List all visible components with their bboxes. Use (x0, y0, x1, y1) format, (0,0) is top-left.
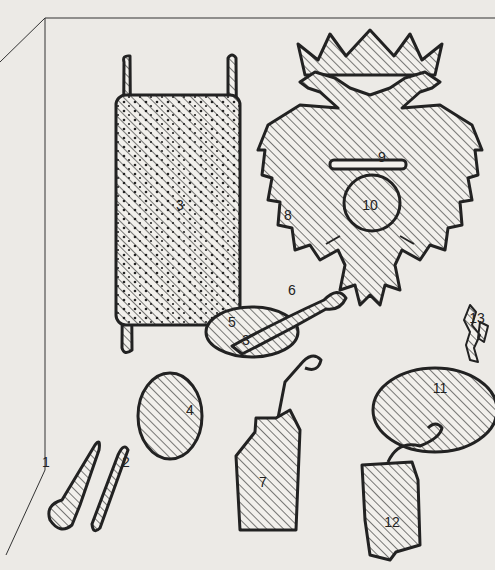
spoon (232, 292, 346, 354)
callout-number: 4 (186, 403, 194, 417)
callout-number: 3 (242, 333, 250, 347)
pendant (362, 462, 420, 560)
callout-number: 5 (228, 315, 236, 329)
pendant (236, 410, 300, 530)
callout-number: 2 (122, 455, 130, 469)
objects (49, 30, 495, 560)
back-wall-edge (45, 18, 46, 470)
callout-number: 13 (469, 311, 485, 325)
coffin-body (116, 95, 240, 325)
callout-number: 10 (362, 198, 378, 212)
medallion (344, 175, 400, 231)
chain (278, 356, 321, 418)
wing-line (326, 236, 414, 244)
crown (298, 30, 442, 75)
small-figure (464, 305, 488, 362)
oval-plate (138, 373, 202, 459)
callout-number: 1 (42, 455, 50, 469)
bar (330, 160, 406, 169)
coffin-dots (116, 95, 240, 325)
callout-number: 11 (433, 381, 448, 395)
knife (49, 442, 100, 529)
perspective-line (0, 18, 45, 62)
perspective-line (6, 470, 45, 555)
callout-number: 8 (284, 208, 292, 222)
box-outline (0, 18, 495, 555)
callout-number: 7 (259, 475, 267, 489)
back-wall-edge (45, 18, 495, 19)
callout-number: 3 (176, 198, 184, 212)
callout-number: 12 (384, 515, 400, 529)
chain (388, 424, 442, 462)
callout-number: 6 (288, 283, 296, 297)
eagle-plaque (258, 72, 482, 305)
callout-number: 9 (378, 150, 386, 164)
